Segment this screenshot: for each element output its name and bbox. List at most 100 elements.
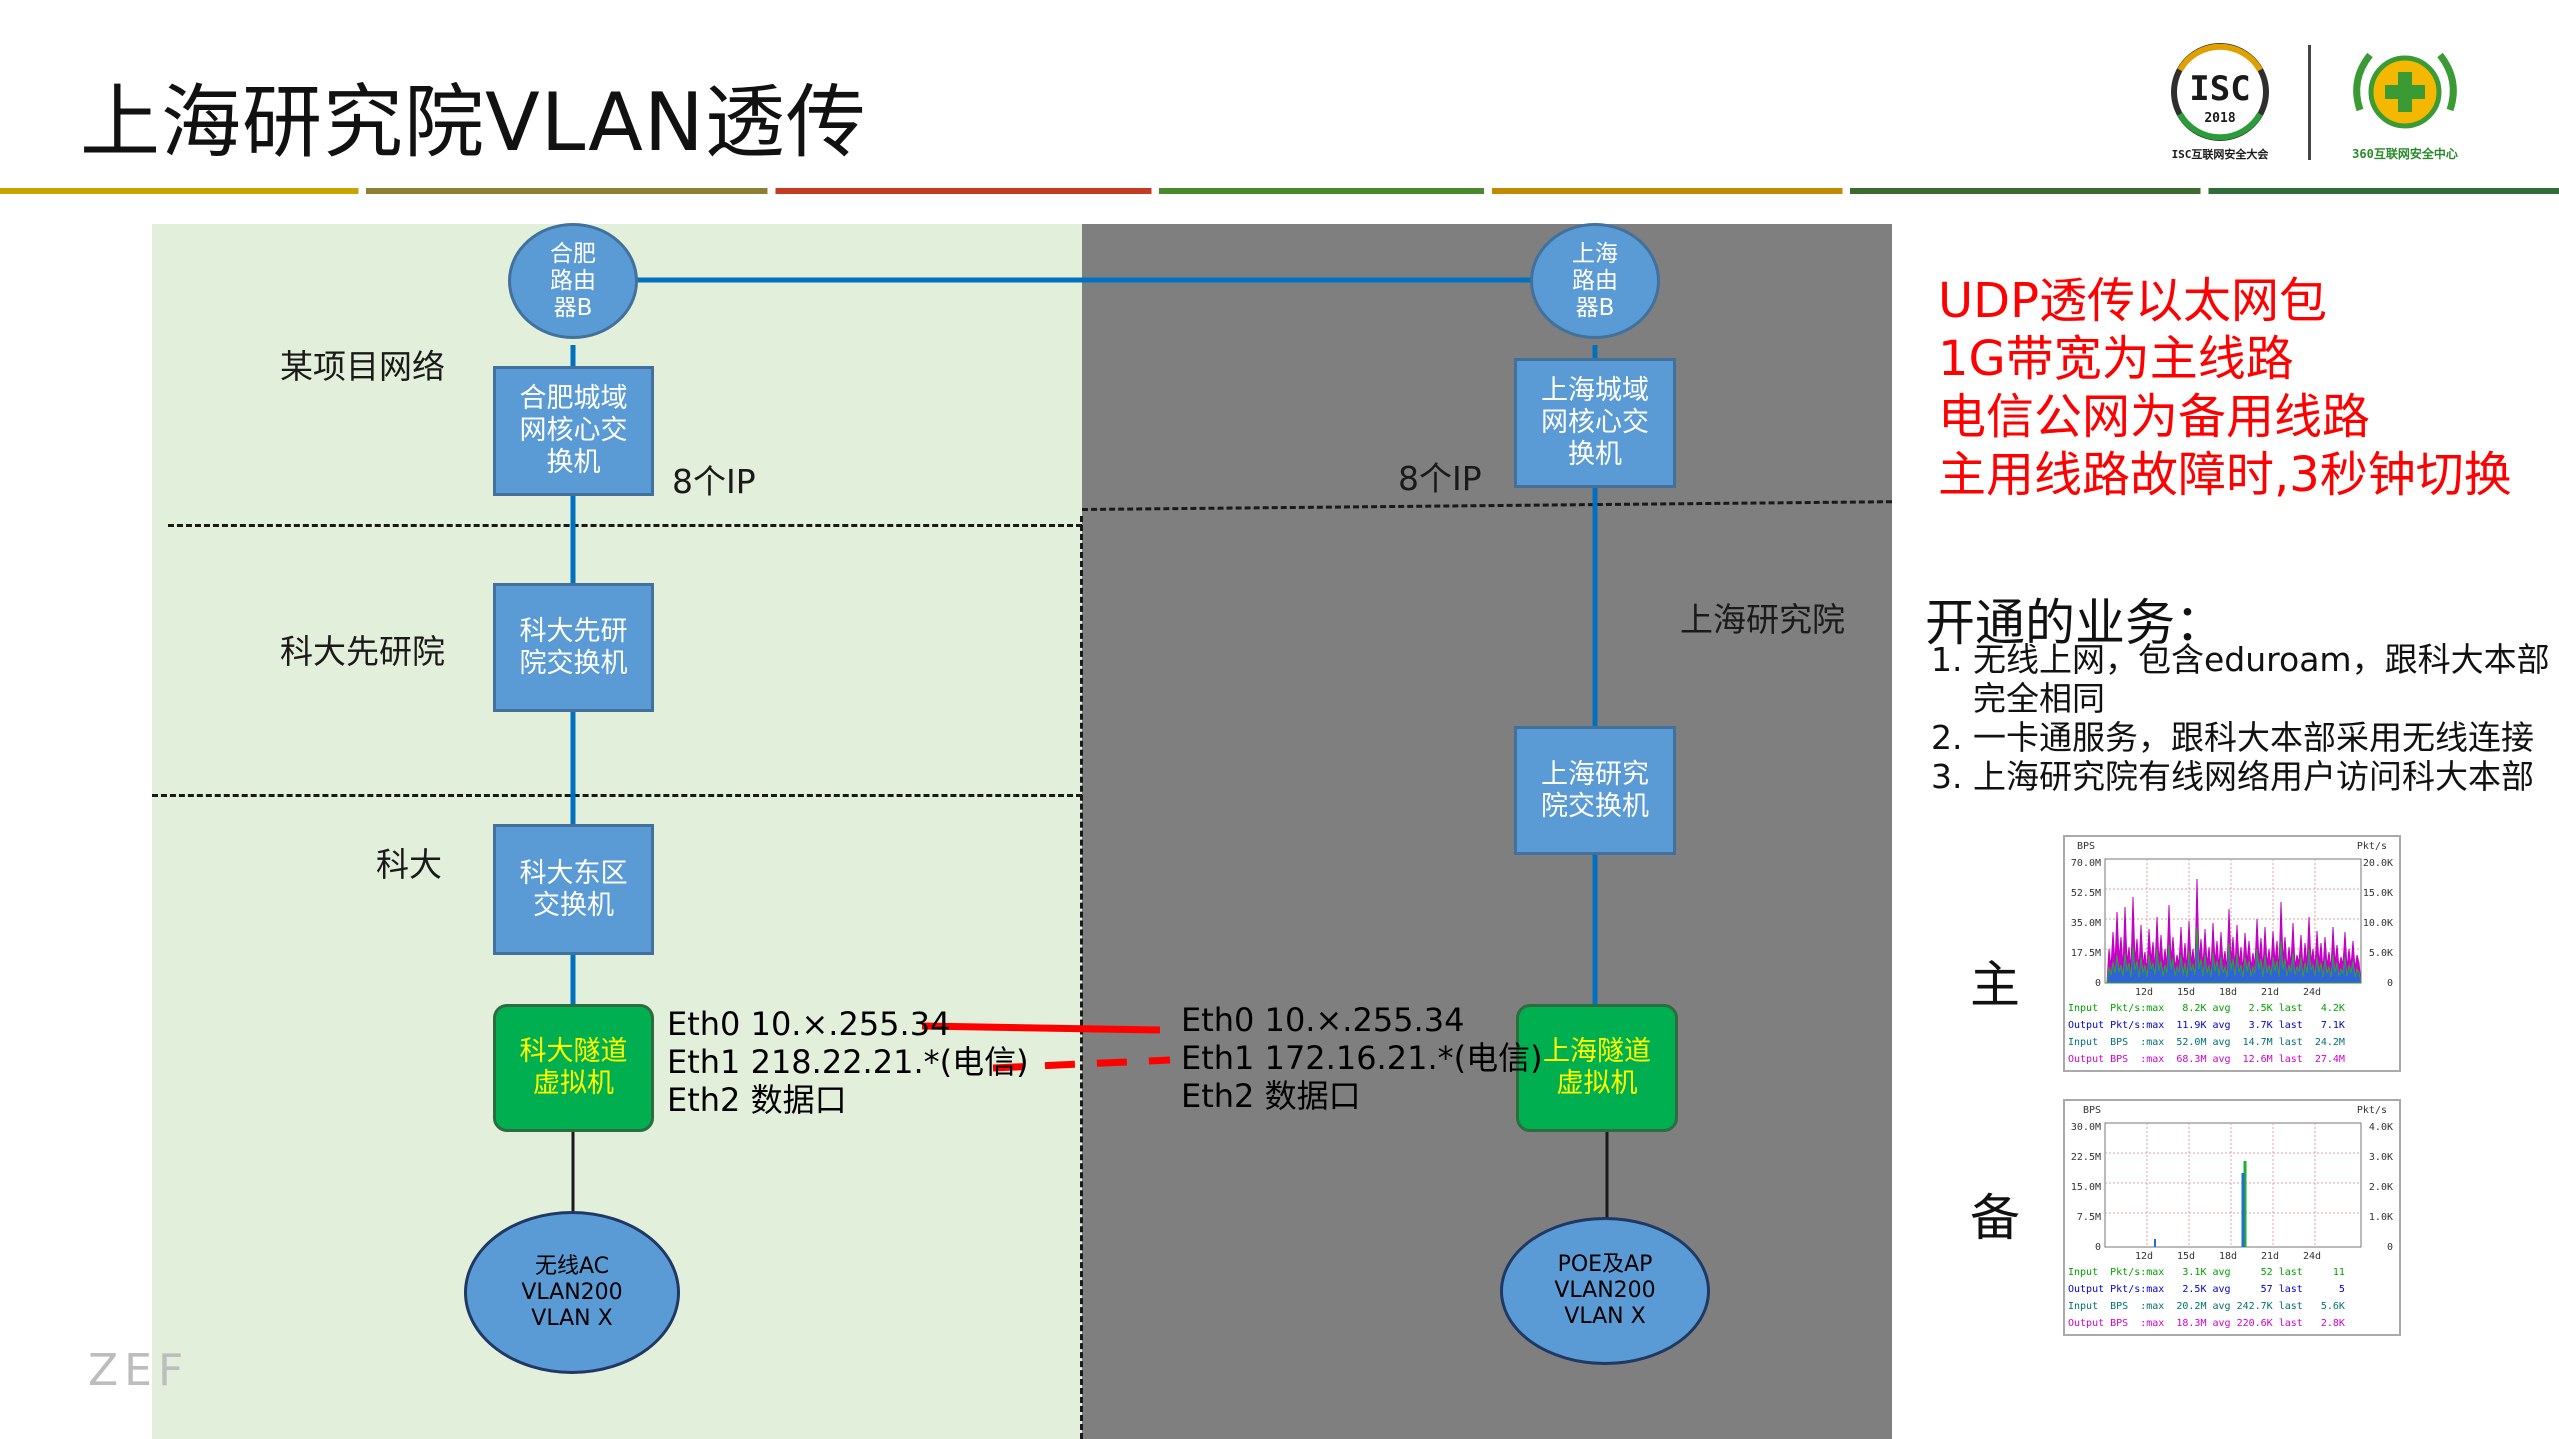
backup-x-tick-2: 15d: [2177, 1251, 2195, 1262]
primary-stat-4: Output BPS :max 68.3M avg 12.6M last 27.…: [2068, 1054, 2345, 1065]
backup-stat-1: Input Pkt/s:max 3.1K avg 52 last 11: [2068, 1267, 2345, 1278]
cert-logo-caption: 360互联网安全中心: [2352, 146, 2458, 161]
backup-right-tick-1: 4.0K: [2369, 1122, 2393, 1133]
service-item-1: 无线上网，包含eduroam，跟科大本部完全相同: [1973, 640, 2559, 718]
backup-right-unit: Pkt/s: [2357, 1105, 2387, 1116]
eth2-right: Eth2 数据口: [1181, 1077, 1361, 1115]
region-label-ustc: 科大: [376, 845, 442, 884]
backup-x-tick-3: 18d: [2219, 1251, 2237, 1262]
backup-right-tick-5: 0: [2387, 1242, 2393, 1253]
eth1-right: Eth1 172.16.21.*(电信): [1181, 1039, 1543, 1077]
primary-x-tick-3: 18d: [2219, 987, 2237, 998]
separator-line-vertical: [1080, 516, 1083, 1439]
backup-x-tick-1: 12d: [2135, 1251, 2153, 1262]
isc-logo: ISC 2018 ISC互联网安全大会: [2150, 40, 2290, 165]
shanghai-router: 上海 路由 器B: [1530, 223, 1660, 339]
ustc-east-switch-label: 科大东区 交换机: [519, 857, 628, 921]
wireless-ac-node: 无线AC VLAN200 VLAN X: [464, 1211, 680, 1374]
eth0-left: Eth0 10.×.255.34: [667, 1005, 951, 1043]
ip-label-right: 8个IP: [1398, 459, 1482, 498]
primary-left-tick-2: 52.5M: [2071, 888, 2101, 899]
separator-line-3: [152, 794, 1082, 797]
primary-right-tick-3: 10.0K: [2363, 918, 2393, 929]
primary-stat-2: Output Pkt/s:max 11.9K avg 3.7K last 7.1…: [2068, 1020, 2345, 1031]
header-stripe: [0, 188, 2559, 194]
red-note-4: 主用线路故障时,3秒钟切换: [1938, 447, 2512, 503]
primary-right-tick-2: 15.0K: [2363, 888, 2393, 899]
hefei-core-switch-label: 合肥城域 网核心交 换机: [519, 383, 628, 478]
primary-left-unit: BPS: [2077, 841, 2095, 852]
red-note-2: 1G带宽为主线路: [1938, 331, 2294, 387]
shanghai-core-switch: 上海城域 网核心交 换机: [1514, 358, 1676, 488]
eth-right-group: Eth0 10.×.255.34 Eth1 172.16.21.*(电信) Et…: [1181, 1001, 1543, 1115]
region-label-shanghai: 上海研究院: [1680, 600, 1845, 639]
cert-logo: 360互联网安全中心: [2330, 40, 2480, 165]
red-notes: UDP透传以太网包 1G带宽为主线路 电信公网为备用线路 主用线路故障时,3秒钟…: [1938, 272, 2512, 504]
primary-input-trace: [2106, 926, 2362, 984]
primary-x-tick-4: 21d: [2261, 987, 2279, 998]
primary-left-tick-3: 35.0M: [2071, 918, 2101, 929]
service-item-2: 一卡通服务，跟科大本部采用无线连接: [1973, 718, 2559, 757]
primary-traffic-graph: BPS Pkt/s 70.0M 52.5M 35.0M 17.5M 0 20.0…: [2063, 835, 2401, 1072]
primary-x-tick-5: 24d: [2303, 987, 2321, 998]
backup-stat-2: Output Pkt/s:max 2.5K avg 57 last 5: [2068, 1284, 2345, 1295]
primary-x-tick-2: 15d: [2177, 987, 2195, 998]
eth1-left: Eth1 218.22.21.*(电信): [667, 1043, 1029, 1081]
logo-divider: [2308, 45, 2311, 160]
ustc-tunnel-vm: 科大隧道 虚拟机: [493, 1004, 654, 1132]
primary-right-tick-4: 5.0K: [2369, 948, 2393, 959]
ip-label-left: 8个IP: [672, 462, 756, 501]
backup-left-tick-4: 7.5M: [2077, 1212, 2101, 1223]
shanghai-inst-switch: 上海研究 院交换机: [1514, 726, 1676, 855]
backup-right-tick-3: 2.0K: [2369, 1182, 2393, 1193]
region-label-ustc-pre: 科大先研院: [280, 632, 445, 671]
primary-left-tick-4: 17.5M: [2071, 948, 2101, 959]
shanghai-tunnel-vm: 上海隧道 虚拟机: [1516, 1004, 1678, 1132]
isc-logo-caption: ISC互联网安全大会: [2172, 147, 2270, 161]
isc-logo-text: ISC: [2189, 69, 2250, 109]
primary-right-tick-5: 0: [2387, 978, 2393, 989]
shanghai-router-label: 上海 路由 器B: [1572, 240, 1618, 321]
backup-stat-4: Output BPS :max 18.3M avg 220.6K last 2.…: [2068, 1318, 2345, 1329]
backup-right-tick-4: 1.0K: [2369, 1212, 2393, 1223]
red-note-1: UDP透传以太网包: [1938, 273, 2328, 329]
region-label-project: 某项目网络: [280, 347, 445, 386]
backup-left-tick-5: 0: [2095, 1242, 2101, 1253]
hefei-router: 合肥 路由 器B: [508, 223, 638, 339]
ustc-pre-switch: 科大先研 院交换机: [493, 583, 654, 712]
backup-traffic-graph: BPS Pkt/s 30.0M 22.5M 15.0M 7.5M 0 4.0K …: [2063, 1099, 2401, 1336]
eth2-left: Eth2 数据口: [667, 1081, 847, 1119]
eth-left-group: Eth0 10.×.255.34 Eth1 218.22.21.*(电信) Et…: [667, 1005, 1029, 1119]
primary-label: 主: [1970, 956, 2020, 1014]
shanghai-core-switch-label: 上海城域 网核心交 换机: [1541, 375, 1649, 470]
red-note-3: 电信公网为备用线路: [1938, 389, 2371, 445]
backup-x-tick-5: 24d: [2303, 1251, 2321, 1262]
backup-left-tick-2: 22.5M: [2071, 1152, 2101, 1163]
backup-x-tick-4: 21d: [2261, 1251, 2279, 1262]
services-heading: 开通的业务：: [1925, 594, 2225, 652]
hefei-core-switch: 合肥城域 网核心交 换机: [493, 366, 654, 496]
separator-line-1: [168, 524, 1082, 527]
watermark-text: ZEF: [88, 1345, 190, 1396]
primary-left-tick-1: 70.0M: [2071, 858, 2101, 869]
poe-ap-node: POE及AP VLAN200 VLAN X: [1500, 1217, 1710, 1365]
services-list: 无线上网，包含eduroam，跟科大本部完全相同 一卡通服务，跟科大本部采用无线…: [1925, 640, 2559, 796]
shanghai-zone: [1082, 224, 1892, 1439]
backup-left-tick-3: 15.0M: [2071, 1182, 2101, 1193]
backup-right-tick-2: 3.0K: [2369, 1152, 2393, 1163]
ustc-pre-switch-label: 科大先研 院交换机: [519, 615, 628, 679]
shanghai-inst-switch-label: 上海研究 院交换机: [1541, 758, 1649, 822]
isc-logo-year: 2018: [2204, 111, 2235, 126]
hefei-router-label: 合肥 路由 器B: [550, 240, 596, 321]
backup-left-unit: BPS: [2083, 1105, 2101, 1116]
eth0-right: Eth0 10.×.255.34: [1181, 1001, 1465, 1039]
primary-x-tick-1: 12d: [2135, 987, 2153, 998]
ustc-east-switch: 科大东区 交换机: [493, 824, 654, 955]
primary-stat-1: Input Pkt/s:max 8.2K avg 2.5K last 4.2K: [2068, 1003, 2345, 1014]
poe-ap-label: POE及AP VLAN200 VLAN X: [1554, 1252, 1656, 1329]
service-item-3: 上海研究院有线网络用户访问科大本部: [1973, 757, 2559, 796]
slide-title: 上海研究院VLAN透传: [80, 76, 867, 169]
primary-right-unit: Pkt/s: [2357, 841, 2387, 852]
shanghai-tunnel-vm-label: 上海隧道 虚拟机: [1543, 1036, 1651, 1099]
